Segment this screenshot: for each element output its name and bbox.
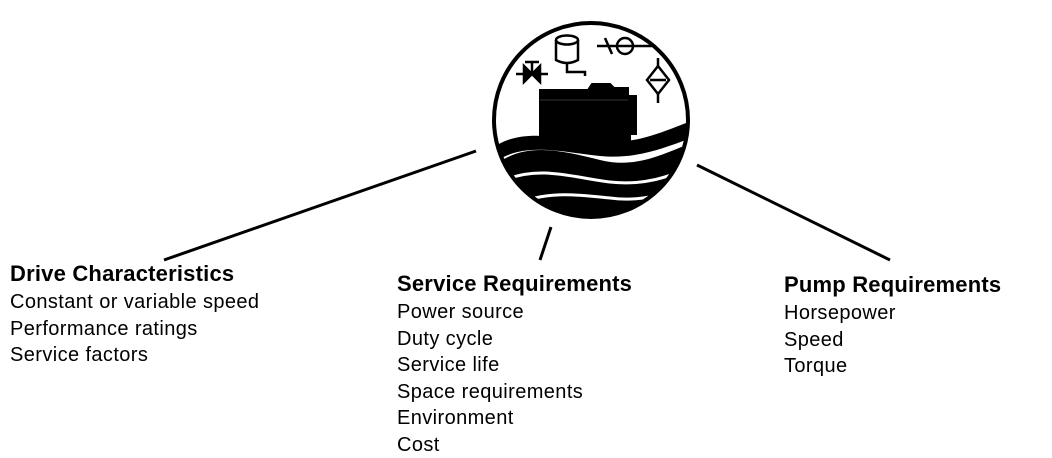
list-item: Service factors <box>10 342 259 369</box>
pump-requirements-list: Horsepower Speed Torque <box>784 300 1001 380</box>
list-item: Environment <box>397 405 632 432</box>
list-item: Cost <box>397 432 632 458</box>
list-item: Horsepower <box>784 300 1001 327</box>
connector-line-service <box>540 227 551 260</box>
pump-requirements-heading: Pump Requirements <box>784 272 1001 298</box>
list-item: Service life <box>397 352 632 379</box>
list-item: Performance ratings <box>10 316 259 343</box>
motor-icon <box>540 84 636 154</box>
drive-characteristics-list: Constant or variable speed Performance r… <box>10 289 259 369</box>
service-requirements-heading: Service Requirements <box>397 271 632 297</box>
list-item: Space requirements <box>397 379 632 406</box>
service-requirements-list: Power source Duty cycle Service life Spa… <box>397 299 632 458</box>
pump-drive-emblem-icon <box>490 20 700 230</box>
list-item: Power source <box>397 299 632 326</box>
list-item: Constant or variable speed <box>10 289 259 316</box>
drive-characteristics-group: Drive Characteristics Constant or variab… <box>10 261 259 369</box>
connector-line-drive <box>164 151 476 260</box>
drive-characteristics-heading: Drive Characteristics <box>10 261 259 287</box>
service-requirements-group: Service Requirements Power source Duty c… <box>397 271 632 458</box>
list-item: Speed <box>784 327 1001 354</box>
connector-line-pump <box>697 165 890 260</box>
pump-requirements-group: Pump Requirements Horsepower Speed Torqu… <box>784 272 1001 380</box>
list-item: Torque <box>784 353 1001 380</box>
list-item: Duty cycle <box>397 326 632 353</box>
